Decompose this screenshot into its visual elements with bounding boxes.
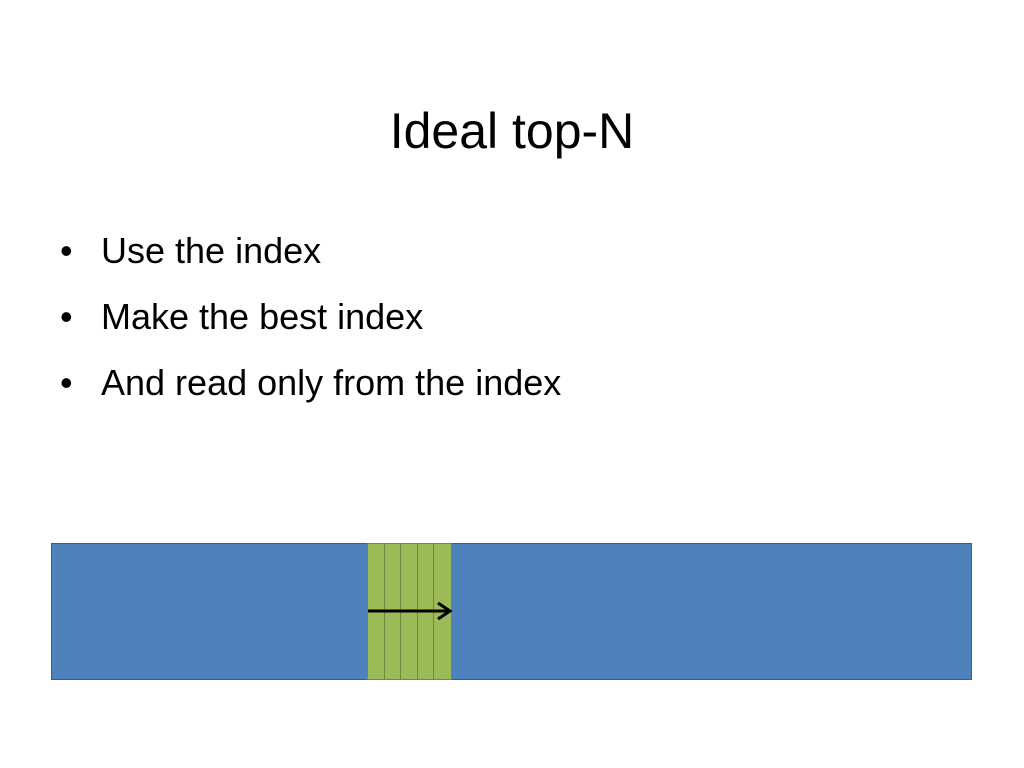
- bullet-dot: •: [60, 230, 73, 271]
- bullet-dot: •: [60, 296, 73, 337]
- bullet-text: And read only from the index: [101, 362, 562, 403]
- bullet-text: Use the index: [101, 230, 322, 271]
- bullet-list: • Use the index • Make the best index • …: [58, 218, 561, 416]
- bullet-dot: •: [60, 362, 73, 403]
- bullet-item: • And read only from the index: [58, 350, 561, 416]
- slide-title: Ideal top-N: [389, 102, 635, 159]
- bullet-item: • Use the index: [58, 218, 561, 284]
- scan-arrow-icon: [368, 601, 453, 621]
- bullet-item: • Make the best index: [58, 284, 561, 350]
- arrow-head: [437, 601, 453, 621]
- bullet-text: Make the best index: [101, 296, 424, 337]
- table-bar: [51, 543, 972, 680]
